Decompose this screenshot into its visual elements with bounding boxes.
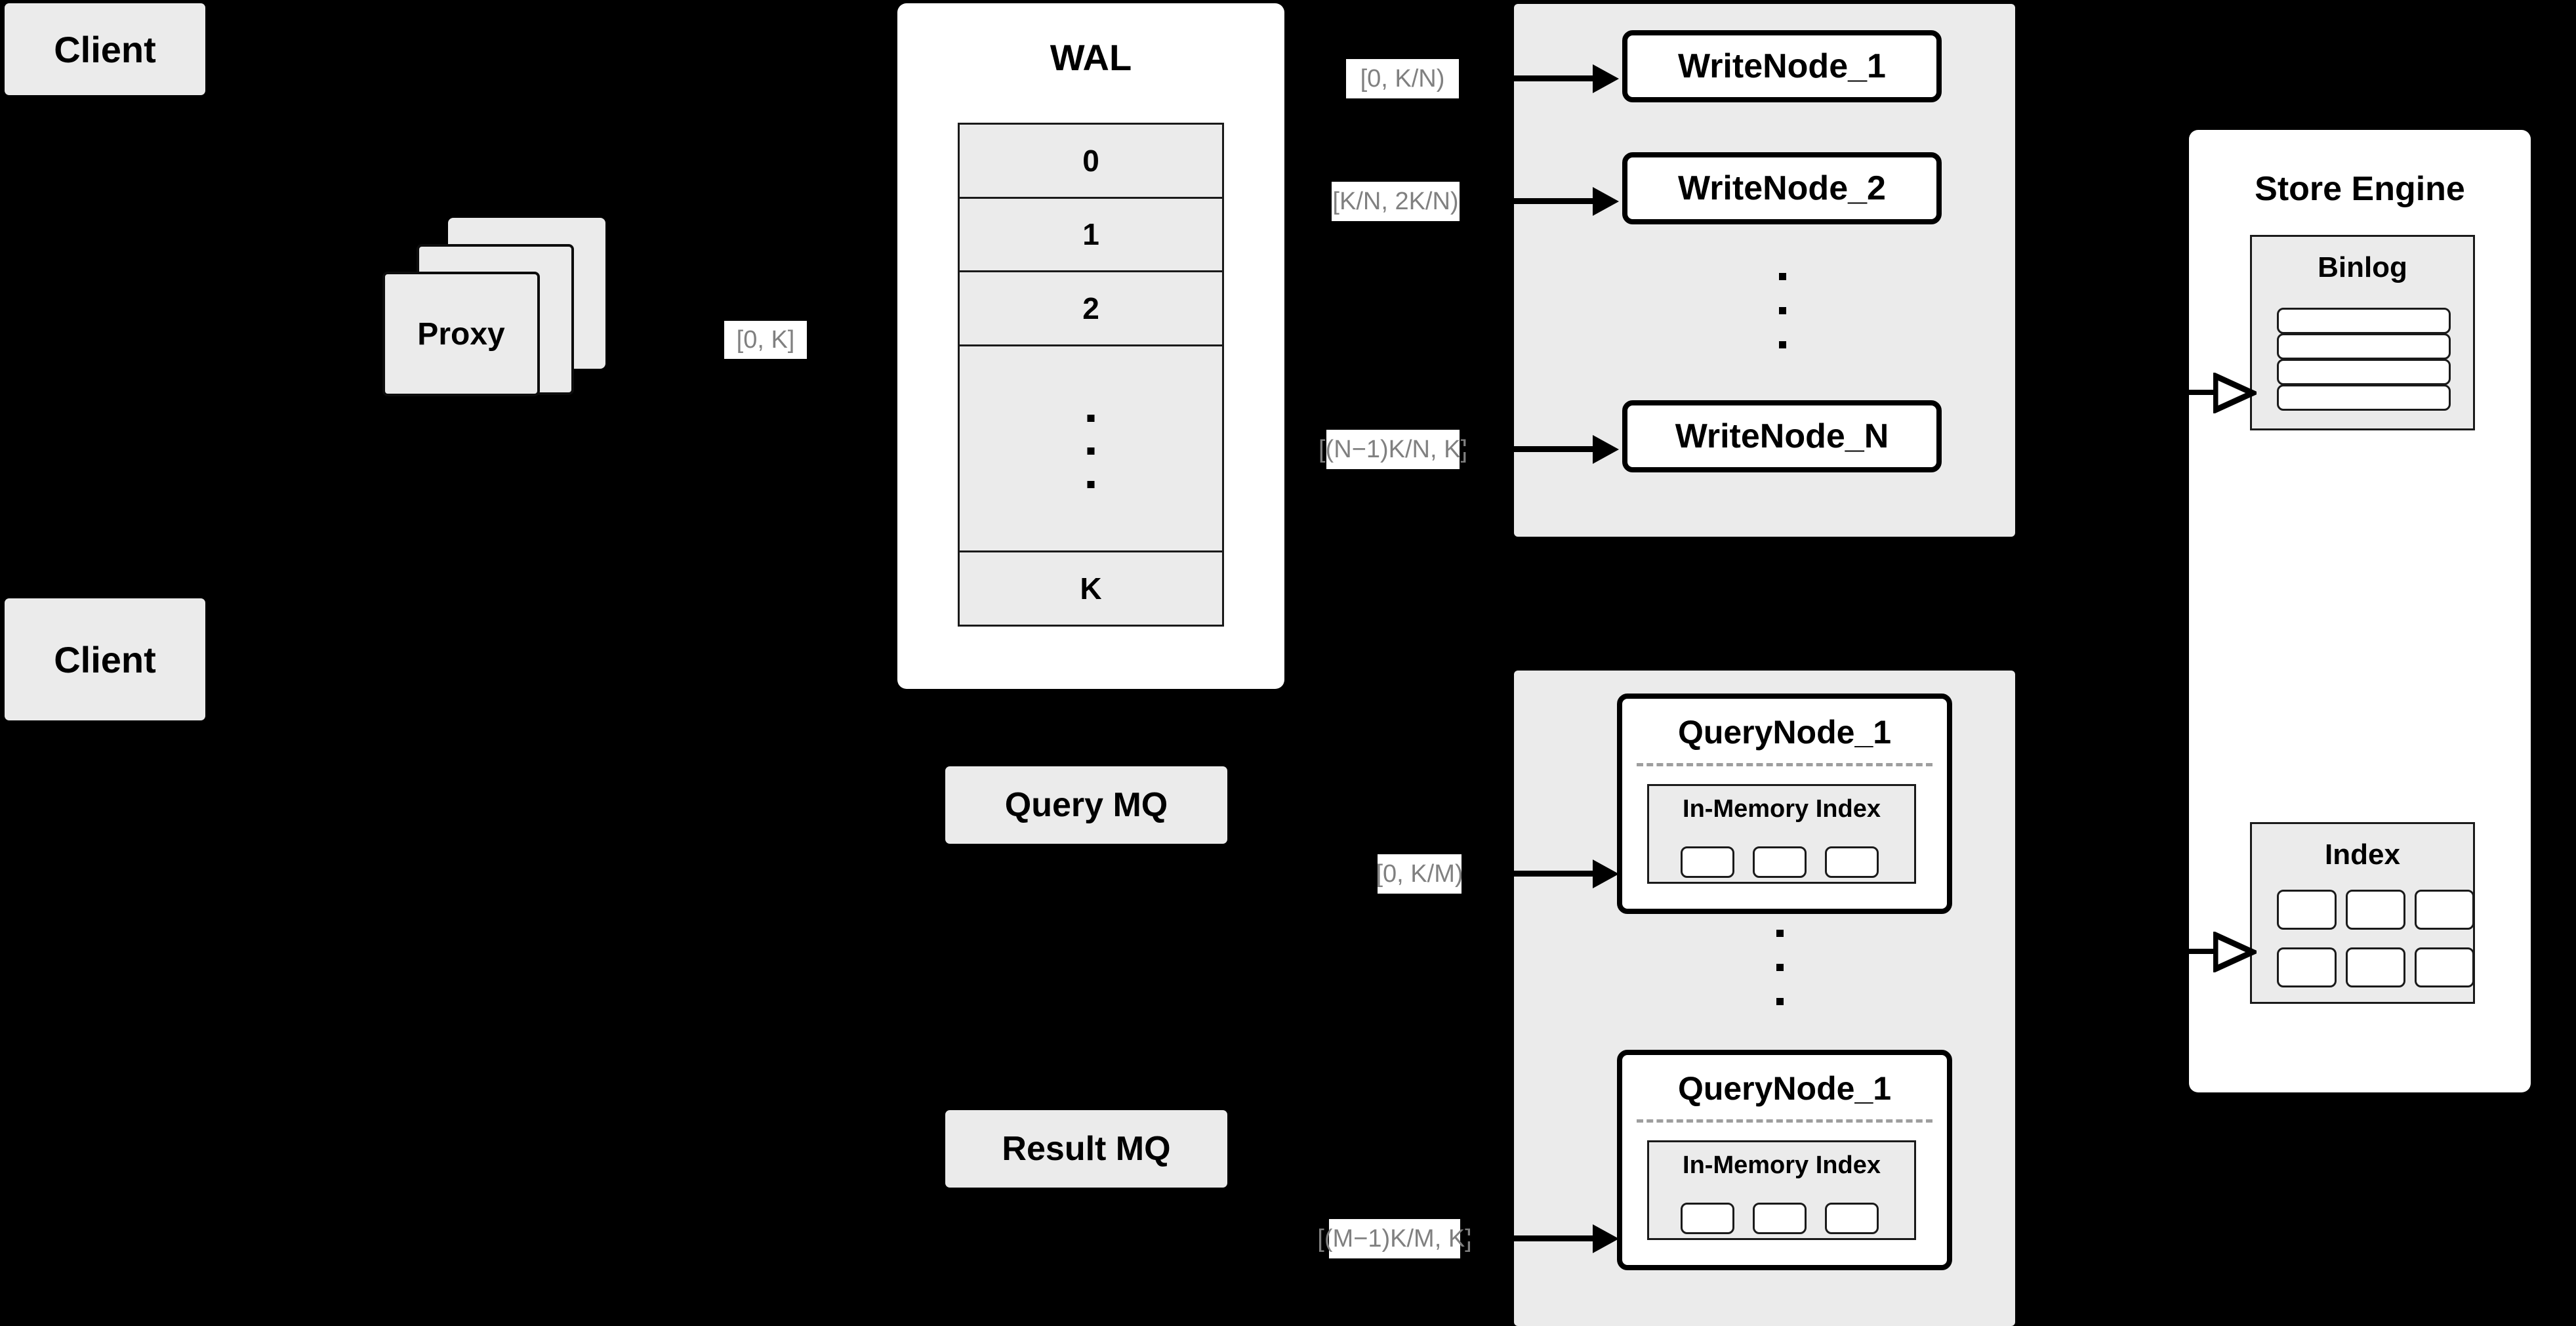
store-engine-panel: Store Engine Binlog Index bbox=[2189, 130, 2531, 1092]
edge-label-wal-to-writenode-n: [(N−1)K/N, K] bbox=[1319, 430, 1467, 469]
query-node-1[interactable]: QueryNode_1 In-Memory Index bbox=[1617, 694, 1952, 914]
index-segment[interactable] bbox=[2346, 947, 2405, 987]
binlog-entry[interactable] bbox=[2277, 333, 2451, 360]
index-segment[interactable] bbox=[2415, 890, 2474, 930]
wal-row: K bbox=[960, 552, 1222, 625]
arrow-head-open-to-index bbox=[2213, 932, 2257, 972]
binlog-entry[interactable] bbox=[2277, 384, 2451, 411]
arrow-line-to-writenode-n bbox=[1462, 446, 1593, 452]
arrow-head-open-to-binlog bbox=[2213, 373, 2257, 413]
query-node-1-divider bbox=[1637, 763, 1932, 766]
arrow-head-to-querynode-1 bbox=[1593, 860, 1619, 888]
query-node-2-index-title: In-Memory Index bbox=[1683, 1151, 1881, 1179]
write-node-1[interactable]: WriteNode_1 bbox=[1622, 30, 1942, 102]
edge-label-mq-to-querynode-1: [0, K/M) bbox=[1376, 854, 1463, 894]
write-node-2[interactable]: WriteNode_2 bbox=[1622, 152, 1942, 224]
write-node-cluster: WriteNode_1 WriteNode_2 WriteNode_N bbox=[1514, 4, 2015, 537]
write-cluster-vertical-ellipsis-icon bbox=[1779, 273, 1786, 348]
index-title: Index bbox=[2325, 839, 2400, 871]
query-node-1-in-memory-index: In-Memory Index bbox=[1647, 784, 1916, 884]
store-engine-title: Store Engine bbox=[2255, 170, 2465, 208]
arrow-line-to-index bbox=[2189, 949, 2217, 954]
edge-label-proxy-to-wal: [0, K] bbox=[724, 321, 807, 359]
segment-chip[interactable] bbox=[1753, 1203, 1807, 1234]
write-node-n[interactable]: WriteNode_N bbox=[1622, 400, 1942, 472]
query-node-2[interactable]: QueryNode_1 In-Memory Index bbox=[1617, 1050, 1952, 1270]
query-node-1-label: QueryNode_1 bbox=[1677, 714, 1892, 751]
segment-chip[interactable] bbox=[1825, 1203, 1879, 1234]
query-mq-label: Query MQ bbox=[1004, 786, 1168, 824]
segment-chip[interactable] bbox=[1753, 846, 1807, 878]
arrow-line-to-writenode-2 bbox=[1462, 198, 1593, 204]
client-box-2[interactable]: Client bbox=[5, 598, 205, 720]
query-node-2-in-memory-index: In-Memory Index bbox=[1647, 1140, 1916, 1240]
index-segment[interactable] bbox=[2346, 890, 2405, 930]
client-label-1: Client bbox=[54, 28, 156, 70]
arrow-line-to-writenode-1 bbox=[1462, 75, 1593, 81]
edge-label-mq-to-querynode-m: [(M−1)K/M, K] bbox=[1317, 1219, 1472, 1258]
query-node-2-divider bbox=[1637, 1119, 1932, 1123]
binlog-entry[interactable] bbox=[2277, 308, 2451, 334]
wal-title: WAL bbox=[1050, 37, 1132, 78]
wal-panel: WAL 0 1 2 K bbox=[897, 3, 1284, 689]
proxy-card-front[interactable]: Proxy bbox=[382, 272, 540, 396]
wal-vertical-ellipsis-icon bbox=[1087, 414, 1095, 488]
wal-table: 0 1 2 K bbox=[958, 123, 1224, 627]
edge-label-wal-to-writenode-1: [0, K/N) bbox=[1346, 59, 1459, 98]
wal-row: 1 bbox=[960, 198, 1222, 273]
query-cluster-vertical-ellipsis-icon bbox=[1776, 930, 1784, 1005]
query-node-cluster: QueryNode_1 In-Memory Index QueryNode_1 … bbox=[1514, 671, 2015, 1326]
index-segment[interactable] bbox=[2277, 890, 2337, 930]
arrow-head-to-writenode-2 bbox=[1593, 187, 1619, 216]
binlog-entry[interactable] bbox=[2277, 359, 2451, 385]
wal-row-ellipsis bbox=[960, 346, 1222, 553]
query-mq-box[interactable]: Query MQ bbox=[945, 766, 1227, 844]
binlog-title: Binlog bbox=[2318, 251, 2407, 283]
edge-label-wal-to-writenode-2: [K/N, 2K/N) bbox=[1332, 182, 1460, 221]
write-node-n-label: WriteNode_N bbox=[1675, 417, 1889, 455]
binlog-panel: Binlog bbox=[2250, 235, 2475, 430]
result-mq-label: Result MQ bbox=[1002, 1130, 1171, 1168]
index-segment[interactable] bbox=[2415, 947, 2474, 987]
arrow-head-to-writenode-n bbox=[1593, 435, 1619, 464]
query-node-1-index-title: In-Memory Index bbox=[1683, 795, 1881, 823]
arrow-line-to-querynode-1 bbox=[1462, 871, 1593, 877]
arrow-head-to-querynode-m bbox=[1593, 1224, 1619, 1253]
proxy-label: Proxy bbox=[417, 316, 505, 352]
segment-chip[interactable] bbox=[1681, 1203, 1734, 1234]
wal-row: 2 bbox=[960, 272, 1222, 346]
wal-row: 0 bbox=[960, 125, 1222, 199]
index-panel: Index bbox=[2250, 822, 2475, 1004]
segment-chip[interactable] bbox=[1825, 846, 1879, 878]
client-box-1[interactable]: Client bbox=[5, 3, 205, 95]
result-mq-box[interactable]: Result MQ bbox=[945, 1110, 1227, 1188]
arrow-head-to-writenode-1 bbox=[1593, 64, 1619, 93]
proxy-stack[interactable]: Proxy bbox=[382, 218, 671, 428]
write-node-1-label: WriteNode_1 bbox=[1678, 47, 1886, 85]
client-label-2: Client bbox=[54, 638, 156, 680]
arrow-line-to-binlog bbox=[2189, 390, 2217, 395]
write-node-2-label: WriteNode_2 bbox=[1678, 169, 1886, 207]
arrow-line-to-querynode-m bbox=[1462, 1235, 1593, 1241]
query-node-2-label: QueryNode_1 bbox=[1677, 1070, 1892, 1107]
index-segment[interactable] bbox=[2277, 947, 2337, 987]
segment-chip[interactable] bbox=[1681, 846, 1734, 878]
